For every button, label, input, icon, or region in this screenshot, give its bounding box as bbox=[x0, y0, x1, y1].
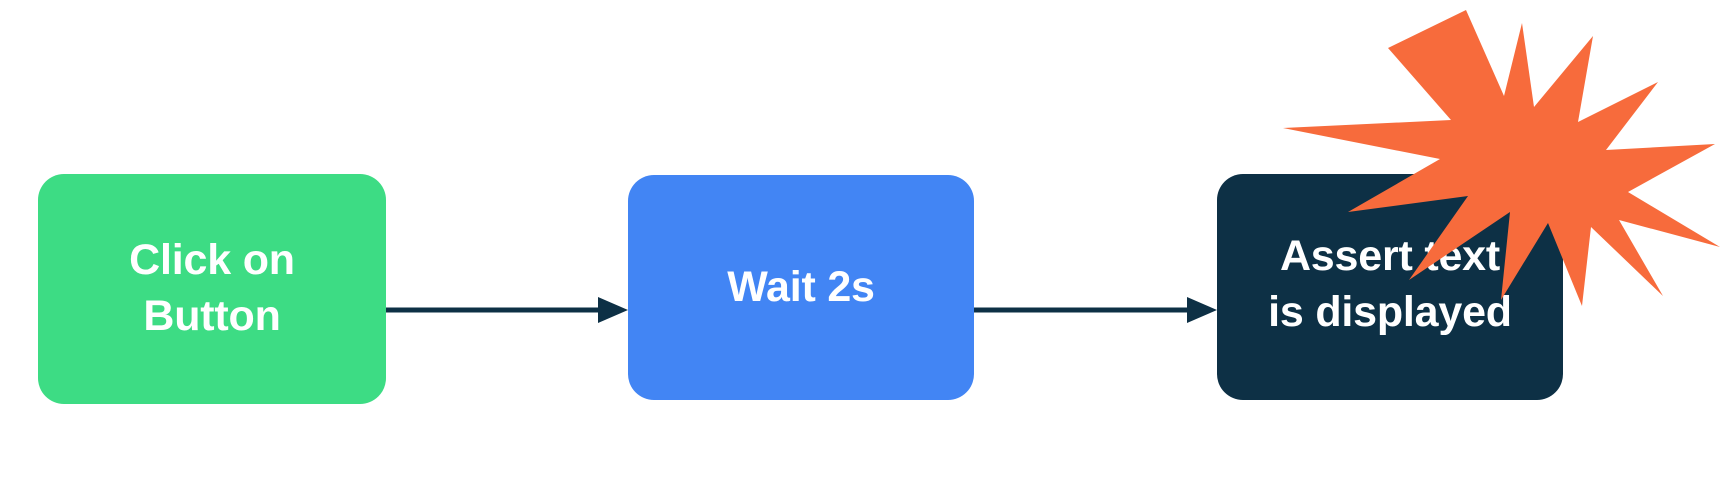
node-wait-2s[interactable]: Wait 2s bbox=[628, 175, 974, 400]
node-click-on-button-label: Click on Button bbox=[129, 236, 295, 340]
node-wait-2s-label: Wait 2s bbox=[727, 262, 875, 311]
connector-click-to-wait-svg bbox=[386, 297, 628, 323]
node-assert-text-is-displayed-label: Assert text is displayed bbox=[1268, 232, 1512, 336]
starburst-icon bbox=[1283, 10, 1720, 306]
arrowhead-icon bbox=[598, 297, 628, 323]
node-click-on-button[interactable]: Click on Button bbox=[38, 174, 386, 404]
connector-click-to-wait bbox=[386, 295, 630, 325]
connector-wait-to-assert bbox=[974, 295, 1219, 325]
starburst-decoration bbox=[1278, 4, 1720, 306]
connector-wait-to-assert-svg bbox=[974, 297, 1217, 323]
starburst-shape bbox=[1283, 10, 1720, 306]
arrowhead-icon bbox=[1187, 297, 1217, 323]
